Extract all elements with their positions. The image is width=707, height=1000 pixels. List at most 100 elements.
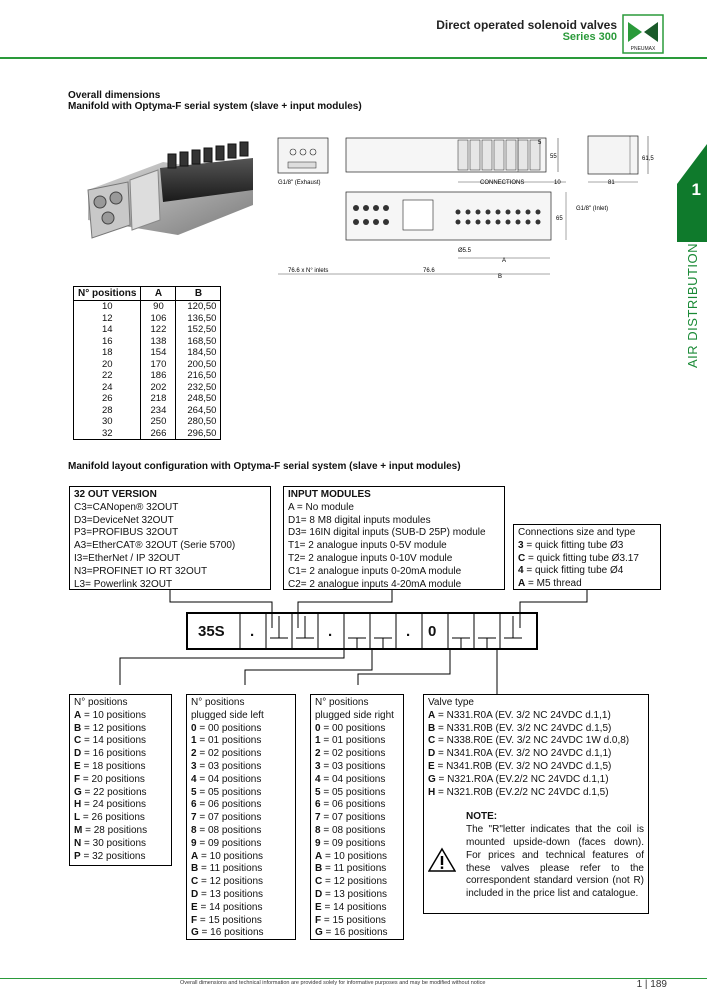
plugged-right-item-key: F xyxy=(315,914,322,926)
position-item: D = 16 positions xyxy=(74,748,167,761)
plugged-left-item-value: = 15 positions xyxy=(197,914,262,926)
valve-type-box: Valve type A = N331.R0A (EV. 3/2 NC 24VD… xyxy=(423,694,649,914)
dim-10-label: 10 xyxy=(554,180,561,186)
table-cell: 248,50 xyxy=(175,393,222,405)
plugged-right-title: N° positions xyxy=(315,697,369,708)
side-tab xyxy=(677,144,707,242)
plugged-right-item-key: D xyxy=(315,888,323,900)
valve-item-key: A xyxy=(428,709,436,721)
plugged-right-item-key: 7 xyxy=(315,812,321,824)
plugged-right-subtitle: plugged side right xyxy=(315,709,394,721)
position-item-value: = 28 positions xyxy=(82,824,148,836)
plugged-left-item-key: E xyxy=(191,901,198,913)
connection-item: C = quick fitting tube Ø3.17 xyxy=(518,553,656,566)
plugged-right-item-value: = 01 positions xyxy=(320,735,386,747)
plugged-right-item-key: 3 xyxy=(315,760,321,772)
plugged-left-item: 7 = 07 positions xyxy=(191,812,291,825)
position-item: B = 12 positions xyxy=(74,723,167,736)
plugged-right-item: 0 = 00 positions xyxy=(315,723,399,736)
plugged-right-item-key: 4 xyxy=(315,773,321,785)
valve-item-value: = N321.R0A (EV.2/2 NC 24VDC d.1,1) xyxy=(435,773,609,785)
table-cell: 24 xyxy=(72,381,142,393)
plugged-right-item: 9 = 09 positions xyxy=(315,838,399,851)
input-module-item: A = No module xyxy=(288,501,354,513)
connections-label: CONNECTIONS xyxy=(480,180,524,186)
header-subtitle: Series 300 xyxy=(562,31,617,43)
plugged-left-item: F = 15 positions xyxy=(191,915,291,928)
dim-81-label: 81 xyxy=(608,180,615,186)
position-item-value: = 12 positions xyxy=(81,722,146,734)
plugged-left-item-value: = 06 positions xyxy=(196,799,262,811)
position-item: E = 18 positions xyxy=(74,761,167,774)
plugged-left-item: 8 = 08 positions xyxy=(191,825,291,838)
position-item-value: = 18 positions xyxy=(80,760,146,772)
code-zero: 0 xyxy=(428,623,437,640)
plugged-left-item: D = 13 positions xyxy=(191,889,291,902)
plugged-left-title: N° positions xyxy=(191,697,245,708)
out-version-item: N3=PROFINET IO RT 32OUT xyxy=(74,565,208,577)
plugged-left-item-value: = 14 positions xyxy=(197,901,263,913)
dim-65-label: 65 xyxy=(556,216,563,222)
plugged-right-item-key: 9 xyxy=(315,837,321,849)
plugged-left-item-value: = 09 positions xyxy=(196,837,262,849)
code-dot: . xyxy=(250,623,255,640)
plugged-left-item-key: A xyxy=(191,850,199,862)
plugged-left-item-key: F xyxy=(191,914,198,926)
table-header: A xyxy=(140,286,177,301)
position-item-key: F xyxy=(74,773,81,785)
plugged-right-item: A = 10 positions xyxy=(315,851,399,864)
logo-text: PNEUMAX xyxy=(631,46,656,52)
table-cell: 202 xyxy=(140,381,177,393)
plugged-right-item: 3 = 03 positions xyxy=(315,761,399,774)
table-cell: 170 xyxy=(140,358,177,370)
connection-item-value: = M5 thread xyxy=(525,578,582,590)
technical-drawing: G1/8" (Exhaust) CONNECTIONS 10 81 G1/8" … xyxy=(258,126,658,286)
valve-item-key: C xyxy=(428,735,436,747)
plugged-right-item-value: = 09 positions xyxy=(320,837,386,849)
warning-icon xyxy=(427,847,457,878)
connection-item-value: = quick fitting tube Ø3.17 xyxy=(525,552,639,564)
input-modules-title: INPUT MODULES xyxy=(288,489,371,500)
valve-item-value: = N331.R0B (EV. 3/2 NC 24VDC d.1,5) xyxy=(435,722,612,734)
connection-item-value: = quick fitting tube Ø4 xyxy=(523,565,624,577)
plugged-right-item: 7 = 07 positions xyxy=(315,812,399,825)
exhaust-label: G1/8" (Exhaust) xyxy=(278,180,320,186)
position-item: M = 28 positions xyxy=(74,825,167,838)
table-cell: 32 xyxy=(72,427,142,440)
plugged-left-item-key: 8 xyxy=(191,824,197,836)
table-cell: 90 xyxy=(140,300,177,313)
position-item: L = 26 positions xyxy=(74,812,167,825)
code-prefix: 35S xyxy=(198,623,225,640)
table-header: B xyxy=(175,286,222,301)
plugged-left-item: 1 = 01 positions xyxy=(191,735,291,748)
table-cell: 280,50 xyxy=(175,416,222,428)
table-cell: 296,50 xyxy=(175,427,222,440)
plugged-left-item-value: = 03 positions xyxy=(196,760,262,772)
plugged-left-item-key: 0 xyxy=(191,722,197,734)
table-cell: 14 xyxy=(72,324,142,336)
plugged-left-item-value: = 10 positions xyxy=(198,850,263,862)
plugged-left-item-key: D xyxy=(191,888,199,900)
table-cell: 218 xyxy=(140,393,177,405)
plugged-right-item: 8 = 08 positions xyxy=(315,825,399,838)
dim-pitch-label: 76.6 x N° inlets xyxy=(288,268,328,274)
plugged-left-item-key: 6 xyxy=(191,799,197,811)
table-cell: 184,50 xyxy=(175,347,222,359)
dim-hole-label: Ø5.5 xyxy=(458,248,472,254)
table-cell: 168,50 xyxy=(175,335,222,347)
connection-item-key: C xyxy=(518,552,526,564)
plugged-left-item: C = 12 positions xyxy=(191,876,291,889)
position-item-key: E xyxy=(74,760,81,772)
plugged-left-item-value: = 12 positions xyxy=(198,876,263,888)
position-item-value: = 10 positions xyxy=(81,709,146,721)
table-cell: 154 xyxy=(140,347,177,359)
plugged-right-item: 6 = 06 positions xyxy=(315,799,399,812)
table-cell: 30 xyxy=(72,416,142,428)
